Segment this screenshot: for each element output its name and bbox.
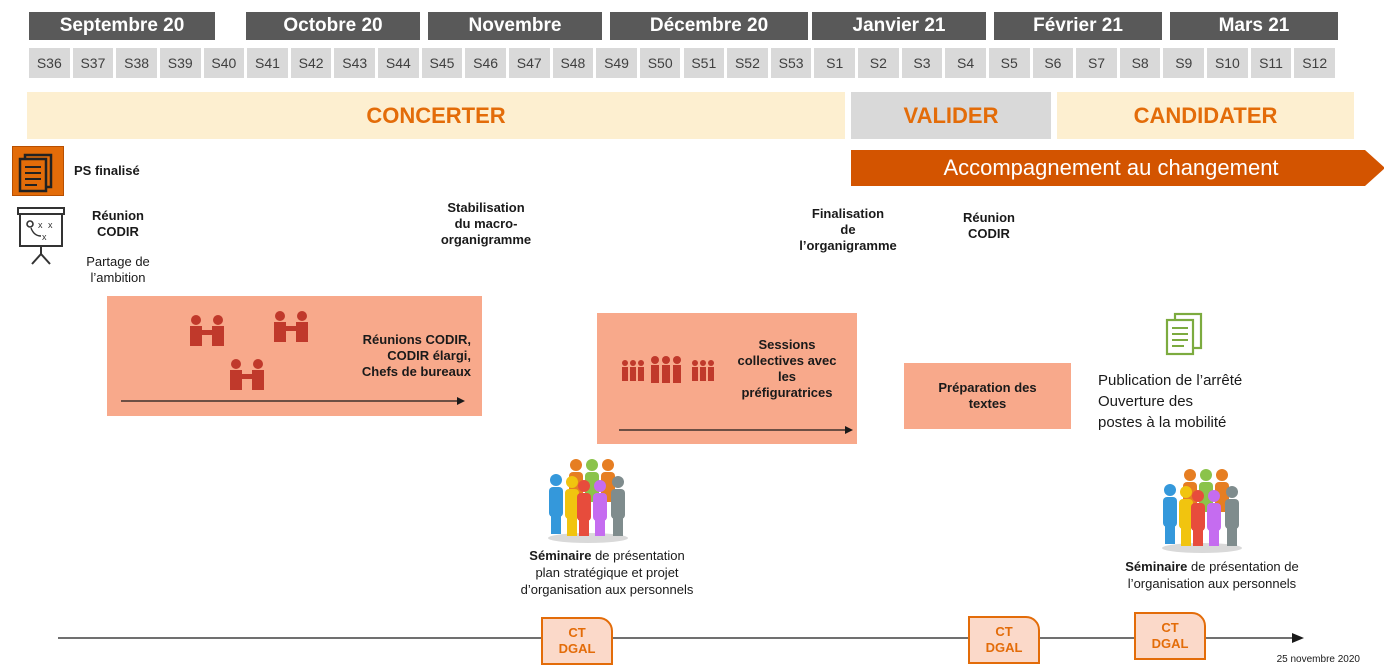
svg-text:x: x <box>48 220 53 230</box>
preparation-box: Préparation des textes <box>904 363 1071 429</box>
month-march: Mars 21 <box>1170 12 1338 40</box>
week-cell: S46 <box>465 48 506 78</box>
ct-label: CT <box>568 625 586 640</box>
week-cell: S49 <box>596 48 637 78</box>
dgal-label: DGAL <box>1151 636 1189 651</box>
bottom-timeline-arrow <box>58 633 1304 643</box>
svg-text:x: x <box>42 232 47 242</box>
sessions-label: Sessions collectives avec les préfigurat… <box>737 337 837 400</box>
dgal-label: DGAL <box>558 641 596 656</box>
handshake-icon <box>190 315 224 346</box>
seminar-1-rest: de présentation <box>591 548 685 563</box>
publication-label: Publication de l’arrêté Ouverture des po… <box>1098 372 1243 431</box>
week-cell: S7 <box>1076 48 1117 78</box>
week-cell: S11 <box>1250 48 1292 78</box>
seminar-2-bold: Séminaire <box>1125 559 1188 574</box>
reunions-label: Réunions CODIR, CODIR élargi, Chefs de b… <box>361 332 471 379</box>
document-icon <box>12 146 64 196</box>
week-cell: S43 <box>334 48 376 78</box>
month-october: Octobre 20 <box>246 12 420 40</box>
accompaniment-banner: Accompagnement au changement <box>851 150 1384 186</box>
codir-meeting-1-title: Réunion CODIR <box>92 208 144 239</box>
seminar-1-bold: Séminaire <box>529 548 592 563</box>
finalisation-label: Finalisation de l’organigramme <box>799 206 897 253</box>
week-cell: S51 <box>683 48 725 78</box>
week-cell: S4 <box>945 48 986 78</box>
week-cell: S8 <box>1119 48 1161 78</box>
seminar-1-text: Séminaire de présentation plan stratégiq… <box>492 547 722 598</box>
week-cell: S3 <box>901 48 943 78</box>
week-cell: S42 <box>290 48 332 78</box>
week-cell: S47 <box>508 48 550 78</box>
seminar-1-line2: plan stratégique et projet <box>535 565 679 580</box>
month-september: Septembre 20 <box>29 12 215 40</box>
week-cell: S41 <box>247 48 288 78</box>
sessions-box: Sessions collectives avec les préfigurat… <box>597 313 857 444</box>
dgal-label: DGAL <box>985 640 1023 655</box>
codir-meeting-1-subtitle: Partage de l’ambition <box>86 254 150 285</box>
ps-finalise-label: PS finalisé <box>74 163 140 178</box>
month-december: Décembre 20 <box>610 12 808 40</box>
month-november: Novembre <box>428 12 602 40</box>
week-cell: S9 <box>1163 48 1205 78</box>
accompaniment-arrow-shape <box>851 150 1384 186</box>
week-cell: S48 <box>552 48 594 78</box>
month-january: Janvier 21 <box>812 12 986 40</box>
handshake-icon <box>230 359 264 390</box>
month-february: Février 21 <box>994 12 1162 40</box>
ct-dgal-badge: CT DGAL <box>541 617 613 665</box>
people-crowd-icon <box>1162 469 1242 553</box>
seminar-2-text: Séminaire de présentation de l’organisat… <box>1100 558 1324 592</box>
week-cell: S40 <box>203 48 245 78</box>
phase-candidater: CANDIDATER <box>1057 92 1354 139</box>
publication-document-icon <box>1162 312 1206 358</box>
week-cell: S50 <box>639 48 681 78</box>
week-cell: S12 <box>1294 48 1335 78</box>
week-cell: S1 <box>814 48 856 78</box>
week-cell: S2 <box>858 48 899 78</box>
svg-text:x: x <box>38 220 43 230</box>
phase-concerter: CONCERTER <box>27 92 845 139</box>
stabilisation-label: Stabilisation du macro- organigramme <box>440 200 532 247</box>
sessions-arrow <box>619 426 853 434</box>
seminar-2-rest: de présentation de <box>1187 559 1299 574</box>
phase-valider: VALIDER <box>851 92 1051 139</box>
reunions-arrow <box>121 397 465 405</box>
seminar-2-line2: l’organisation aux personnels <box>1127 576 1297 591</box>
accompaniment-label: Accompagnement au changement <box>943 155 1279 180</box>
week-cell: S5 <box>988 48 1030 78</box>
strategy-board-icon: x x x <box>14 206 70 268</box>
date-label: 25 novembre 2020 <box>1276 654 1360 665</box>
week-cell: S38 <box>116 48 157 78</box>
ct-label: CT <box>1161 620 1179 635</box>
ct-dgal-badge: CT DGAL <box>1134 612 1206 660</box>
preparation-label: Préparation des textes <box>938 380 1037 411</box>
reunions-box: Réunions CODIR, CODIR élargi, Chefs de b… <box>107 296 482 416</box>
week-cell: S53 <box>770 48 812 78</box>
people-crowd-icon <box>548 459 628 543</box>
week-cell: S44 <box>378 48 419 78</box>
seminar-1-line3: d’organisation aux personnels <box>520 582 694 597</box>
week-cell: S37 <box>72 48 114 78</box>
ct-label: CT <box>995 624 1013 639</box>
week-cell: S39 <box>159 48 201 78</box>
codir-meeting-2-label: Réunion CODIR <box>963 210 1015 241</box>
week-cell: S6 <box>1032 48 1074 78</box>
handshake-icon <box>274 311 308 342</box>
group-icon <box>622 356 714 383</box>
week-cell: S10 <box>1207 48 1248 78</box>
ct-dgal-badge: CT DGAL <box>968 616 1040 664</box>
week-cell: S52 <box>727 48 768 78</box>
week-cell: S45 <box>421 48 463 78</box>
week-cell: S36 <box>29 48 70 78</box>
